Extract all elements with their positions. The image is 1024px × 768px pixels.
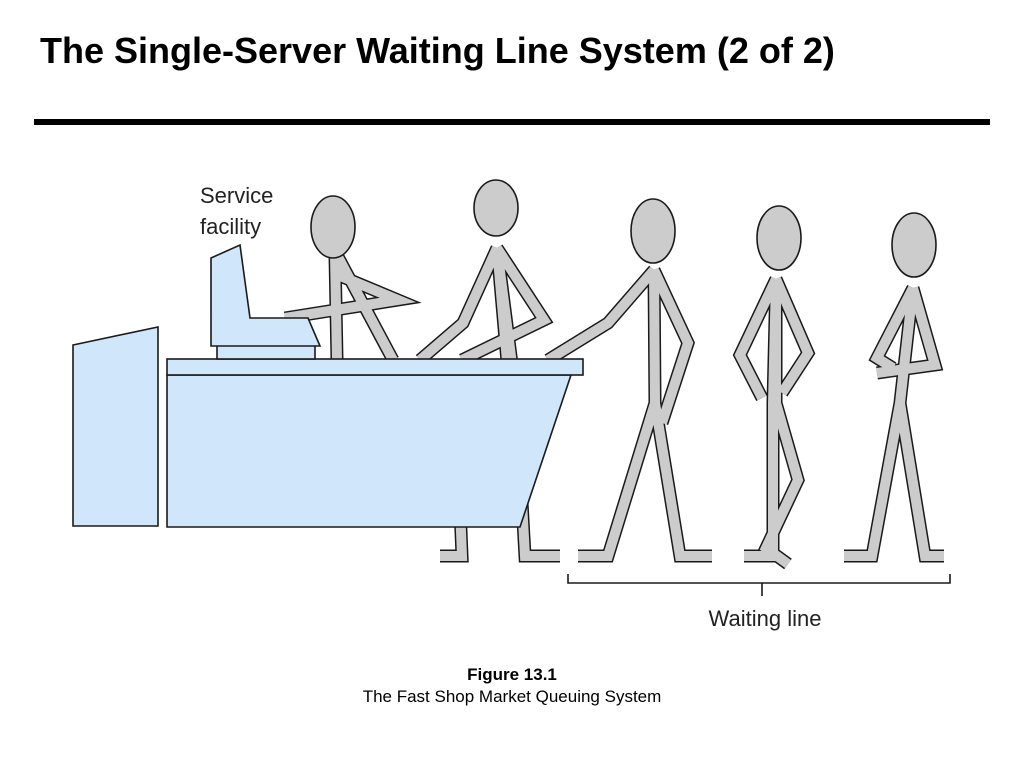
counter-body bbox=[166, 374, 573, 528]
title-divider bbox=[34, 119, 990, 125]
counter-top bbox=[166, 358, 584, 376]
customer-1-head bbox=[473, 179, 519, 237]
customer-figure-3 bbox=[732, 205, 816, 570]
computer-terminal bbox=[210, 243, 322, 360]
terminal-monitor bbox=[210, 243, 322, 347]
customer-figure-4 bbox=[844, 212, 944, 563]
side-panel bbox=[72, 326, 159, 527]
waiting-line-label: Waiting line bbox=[709, 606, 822, 631]
queue-diagram: Service facility Waiting line bbox=[72, 179, 951, 631]
figure-number: Figure 13.1 bbox=[467, 665, 557, 684]
customer-figure-1 bbox=[415, 179, 560, 563]
server-head bbox=[310, 195, 356, 259]
waiting-line-bracket bbox=[567, 574, 951, 596]
customer-4-head bbox=[891, 212, 937, 278]
customer-2-head bbox=[630, 198, 676, 264]
terminal-base bbox=[216, 344, 316, 360]
slide-title: The Single-Server Waiting Line System (2… bbox=[40, 30, 835, 71]
customer-figure-2 bbox=[544, 198, 712, 563]
figure-caption: Figure 13.1 The Fast Shop Market Queuing… bbox=[0, 664, 1024, 708]
figure-description: The Fast Shop Market Queuing System bbox=[362, 687, 662, 707]
service-facility-label-line1: Service bbox=[200, 183, 273, 208]
service-facility-label-line2: facility bbox=[200, 214, 261, 239]
service-counter bbox=[72, 326, 584, 528]
server-figure bbox=[283, 195, 422, 364]
customer-3-head bbox=[756, 205, 802, 271]
